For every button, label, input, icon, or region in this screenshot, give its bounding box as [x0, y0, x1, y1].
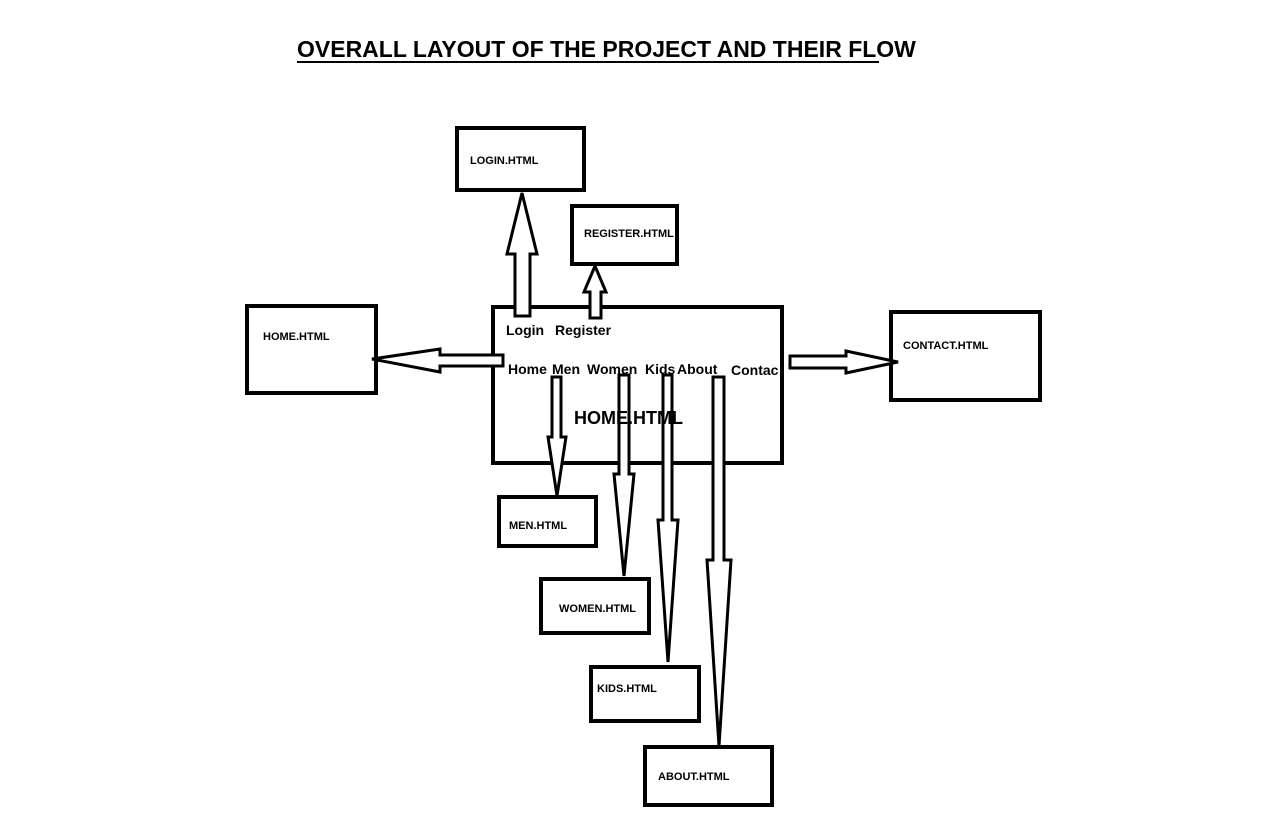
men-box [497, 495, 598, 548]
kids-label: KIDS.HTML [597, 683, 657, 695]
arrow-to-about [705, 375, 733, 747]
arrow-to-login [505, 192, 539, 318]
nav-login: Login [506, 322, 544, 338]
contact-label: CONTACT.HTML [903, 340, 989, 352]
arrow-to-men [546, 375, 568, 497]
arrow-to-home [371, 347, 505, 374]
login-box [455, 126, 586, 192]
about-box [643, 745, 774, 807]
arrow-to-register [581, 262, 609, 320]
register-label: REGISTER.HTML [584, 228, 674, 240]
arrow-to-contact [788, 349, 899, 375]
arrow-to-kids [656, 373, 680, 663]
nav-about: About [677, 361, 718, 377]
center-home-label: HOME.HTML [574, 408, 683, 428]
about-label: ABOUT.HTML [658, 771, 730, 783]
diagram-title: OVERALL LAYOUT OF THE PROJECT AND THEIR … [297, 36, 916, 62]
nav-men: Men [552, 361, 580, 377]
nav-kids: Kids [645, 361, 676, 377]
register-box [570, 204, 679, 266]
home-box [245, 304, 378, 395]
nav-contact: Contac [731, 362, 779, 378]
kids-box [589, 665, 701, 723]
nav-women: Women [587, 361, 637, 377]
home-label: HOME.HTML [263, 331, 330, 343]
login-label: LOGIN.HTML [470, 155, 539, 167]
men-label: MEN.HTML [509, 520, 567, 532]
contact-box [889, 310, 1042, 402]
women-box [539, 577, 651, 635]
arrow-to-women [612, 373, 636, 577]
women-label: WOMEN.HTML [559, 603, 636, 615]
nav-home: Home [508, 361, 547, 377]
nav-register: Register [555, 322, 612, 338]
